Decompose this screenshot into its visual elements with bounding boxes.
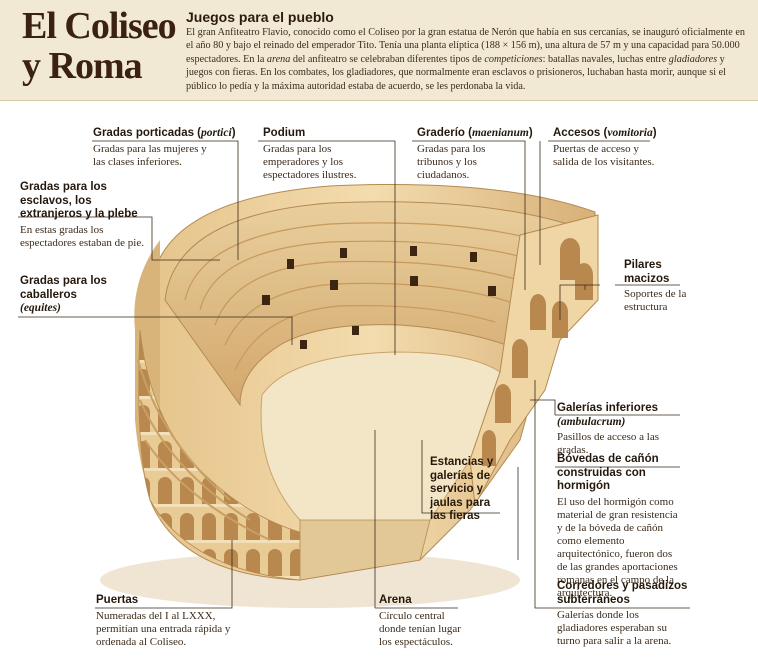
colosseum-diagram [18, 140, 690, 609]
label-gradas-caballeros-italic: (equites) [20, 302, 61, 314]
intro-part-4: y juegos con fieras. En los combates, lo… [186, 53, 726, 92]
intro-gladiadores-word: gladiadores [668, 53, 718, 65]
label-bovedas: Bóvedas de cañón construidas con hormigó… [557, 453, 692, 600]
label-graderio-body: Gradas para los tribunos y los ciudadano… [417, 142, 486, 181]
page-title: El Coliseo y Roma [22, 5, 177, 87]
label-gradas-porticadas-body: Gradas para las mujeres y las clases inf… [93, 142, 207, 168]
label-puertas-head: Puertas [96, 594, 139, 606]
label-podium-body: Gradas para los emperadores y los espect… [263, 142, 357, 181]
label-gradas-porticadas-head: Gradas porticadas (portici) [93, 127, 236, 139]
label-gradas-caballeros-head: Gradas para los caballeros [20, 275, 107, 301]
label-arena: Arena Círculo central donde tenían lugar… [379, 594, 464, 649]
label-corredores-head: Corredores y pasadizos subterráneos [557, 580, 688, 606]
title-line-2: y Roma [22, 45, 143, 87]
intro-heading: Juegos para el pueblo [186, 9, 334, 25]
intro-competiciones-word: competiciones [484, 53, 543, 65]
label-pilares: Pilares macizos Soportes de la estructur… [624, 259, 690, 314]
label-gradas-porticadas: Gradas porticadas (portici) Gradas para … [93, 127, 243, 169]
label-galerias: Galerías inferiores (ambulacrum) Pasillo… [557, 402, 687, 457]
label-gradas-caballeros: Gradas para los caballeros (equites) [20, 275, 120, 316]
label-estancias-head: Estancias y galerías de servicio y jaula… [430, 456, 494, 522]
label-corredores: Corredores y pasadizos subterráneos Gale… [557, 580, 697, 648]
label-puertas: Puertas Numeradas del I al LXXX, permití… [96, 594, 231, 649]
label-corredores-body: Galerías donde los gladiadores esperaban… [557, 609, 672, 647]
title-line-1: El Coliseo [22, 5, 177, 47]
label-accesos-body: Puertas de acceso y salida de los visita… [553, 142, 655, 168]
label-galerias-italic: (ambulacrum) [557, 415, 626, 428]
seating-cavea [164, 201, 581, 407]
header-band [0, 0, 758, 101]
label-accesos-head: Accesos (vomitoria) [553, 127, 657, 139]
label-pilares-body: Soportes de la estructura [624, 288, 687, 313]
label-arena-head: Arena [379, 594, 412, 606]
label-podium-head: Podium [263, 127, 306, 139]
label-estancias: Estancias y galerías de servicio y jaula… [430, 456, 502, 524]
label-puertas-body: Numeradas del I al LXXX, permitían una e… [96, 609, 231, 648]
intro-text: El gran Anfiteatro Flavio, conocido como… [186, 26, 748, 93]
label-bovedas-body: El uso del hormigón como material de gra… [557, 495, 678, 599]
intro-part-1: El gran Anfiteatro Flavio, conocido como… [186, 27, 745, 65]
label-arena-body: Círculo central donde tenían lugar los e… [379, 609, 461, 648]
intro-part-3: : batallas navales, luchas entre [542, 53, 669, 65]
ground-shadow [100, 552, 520, 608]
label-pilares-head: Pilares macizos [624, 259, 670, 285]
label-graderio-head: Graderío (maenianum) [417, 127, 533, 139]
label-galerias-body: Pasillos de acceso a las gradas. [557, 431, 660, 456]
label-galerias-head: Galerías inferiores [557, 402, 658, 414]
label-gradas-esclavos-head: Gradas para los esclavos, los extranjero… [20, 181, 138, 220]
label-podium: Podium Gradas para los emperadores y los… [263, 127, 388, 182]
label-bovedas-head: Bóvedas de cañón construidas con hormigó… [557, 453, 659, 492]
label-graderio: Graderío (maenianum) Gradas para los tri… [417, 127, 537, 182]
intro-part-2: del anfiteatro se celebraban diferentes … [290, 53, 485, 65]
label-accesos: Accesos (vomitoria) Puertas de acceso y … [553, 127, 658, 169]
arena-section [299, 519, 431, 581]
intro-arena-word: arena [266, 53, 291, 65]
cutaway-section [469, 214, 599, 507]
label-gradas-esclavos-body: En estas gradas los espectadores estaban… [20, 223, 144, 249]
label-gradas-esclavos: Gradas para los esclavos, los extranjero… [20, 181, 145, 250]
leader-lines [18, 140, 690, 609]
